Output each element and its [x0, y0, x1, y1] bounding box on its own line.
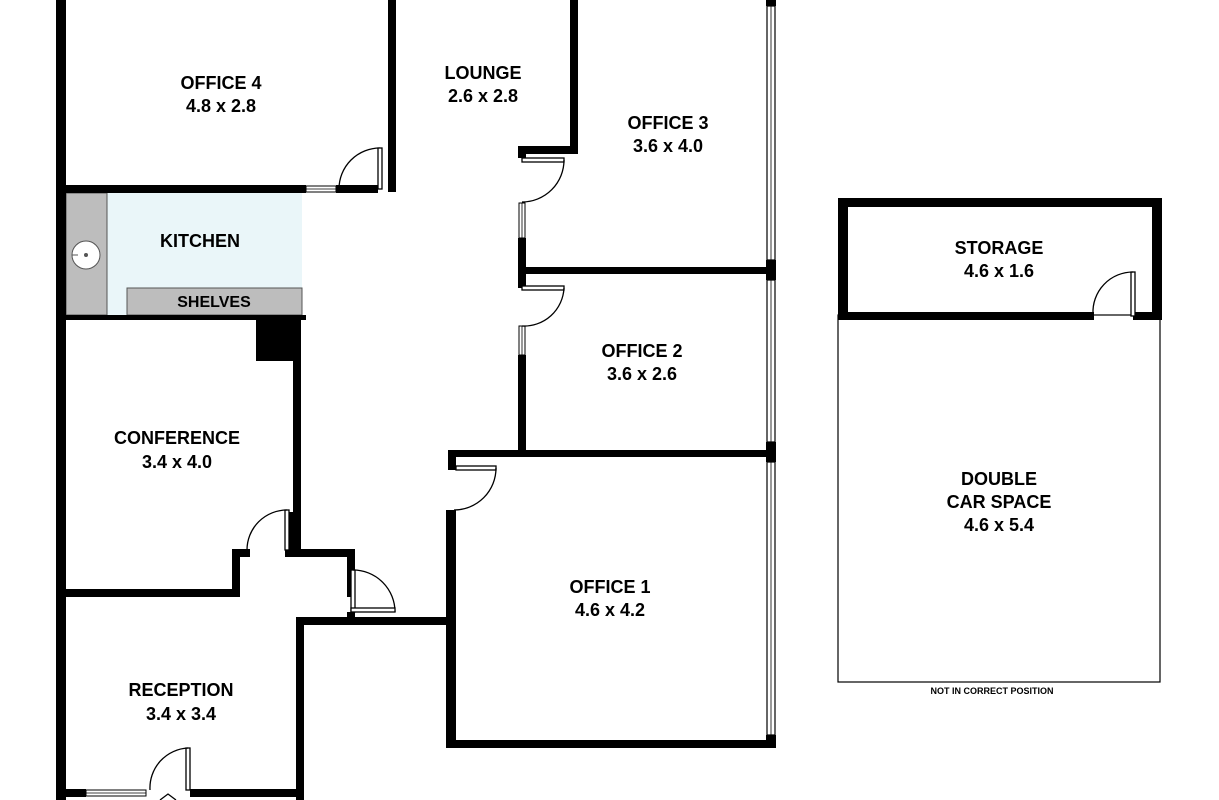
room-name-lounge: LOUNGE	[444, 63, 521, 83]
room-name-double-line1: DOUBLE	[961, 469, 1037, 489]
sink-icon	[71, 240, 101, 270]
door-office2	[521, 285, 565, 327]
room-name-double-line2: CAR SPACE	[947, 492, 1052, 512]
room-size-lounge: 2.6 x 2.8	[448, 86, 518, 106]
door-office1	[453, 465, 497, 511]
room-name-office4: OFFICE 4	[180, 73, 261, 93]
room-size-office4: 4.8 x 2.8	[186, 96, 256, 116]
door-reception-inner	[350, 569, 396, 613]
window-office3	[518, 202, 526, 239]
window-reception	[85, 789, 147, 797]
door-conference	[246, 509, 290, 551]
room-name-office3: OFFICE 3	[627, 113, 708, 133]
note-not-in-correct-position: NOT IN CORRECT POSITION	[930, 686, 1053, 696]
door-entry	[149, 747, 191, 800]
shelves-bench	[126, 287, 303, 316]
door-office3	[521, 157, 565, 203]
window-office4	[305, 185, 337, 193]
room-size-office3: 3.6 x 4.0	[633, 136, 703, 156]
label-shelves: SHELVES	[177, 294, 251, 311]
room-size-double-car-space: 4.6 x 5.4	[964, 515, 1034, 535]
window-office2	[518, 325, 526, 356]
room-size-office2: 3.6 x 2.6	[607, 364, 677, 384]
room-name-conference: CONFERENCE	[114, 428, 240, 448]
door-office4	[338, 147, 383, 190]
room-name-office1: OFFICE 1	[569, 577, 650, 597]
room-size-storage: 4.6 x 1.6	[964, 261, 1034, 281]
room-name-storage: STORAGE	[955, 238, 1044, 258]
garage-outline	[837, 198, 1162, 683]
room-name-kitchen: KITCHEN	[160, 231, 240, 251]
room-name-reception: RECEPTION	[128, 680, 233, 700]
door-storage	[1092, 271, 1136, 317]
room-size-reception: 3.4 x 3.4	[146, 704, 216, 724]
room-size-conference: 3.4 x 4.0	[142, 452, 212, 472]
room-name-office2: OFFICE 2	[601, 341, 682, 361]
room-size-office1: 4.6 x 4.2	[575, 600, 645, 620]
